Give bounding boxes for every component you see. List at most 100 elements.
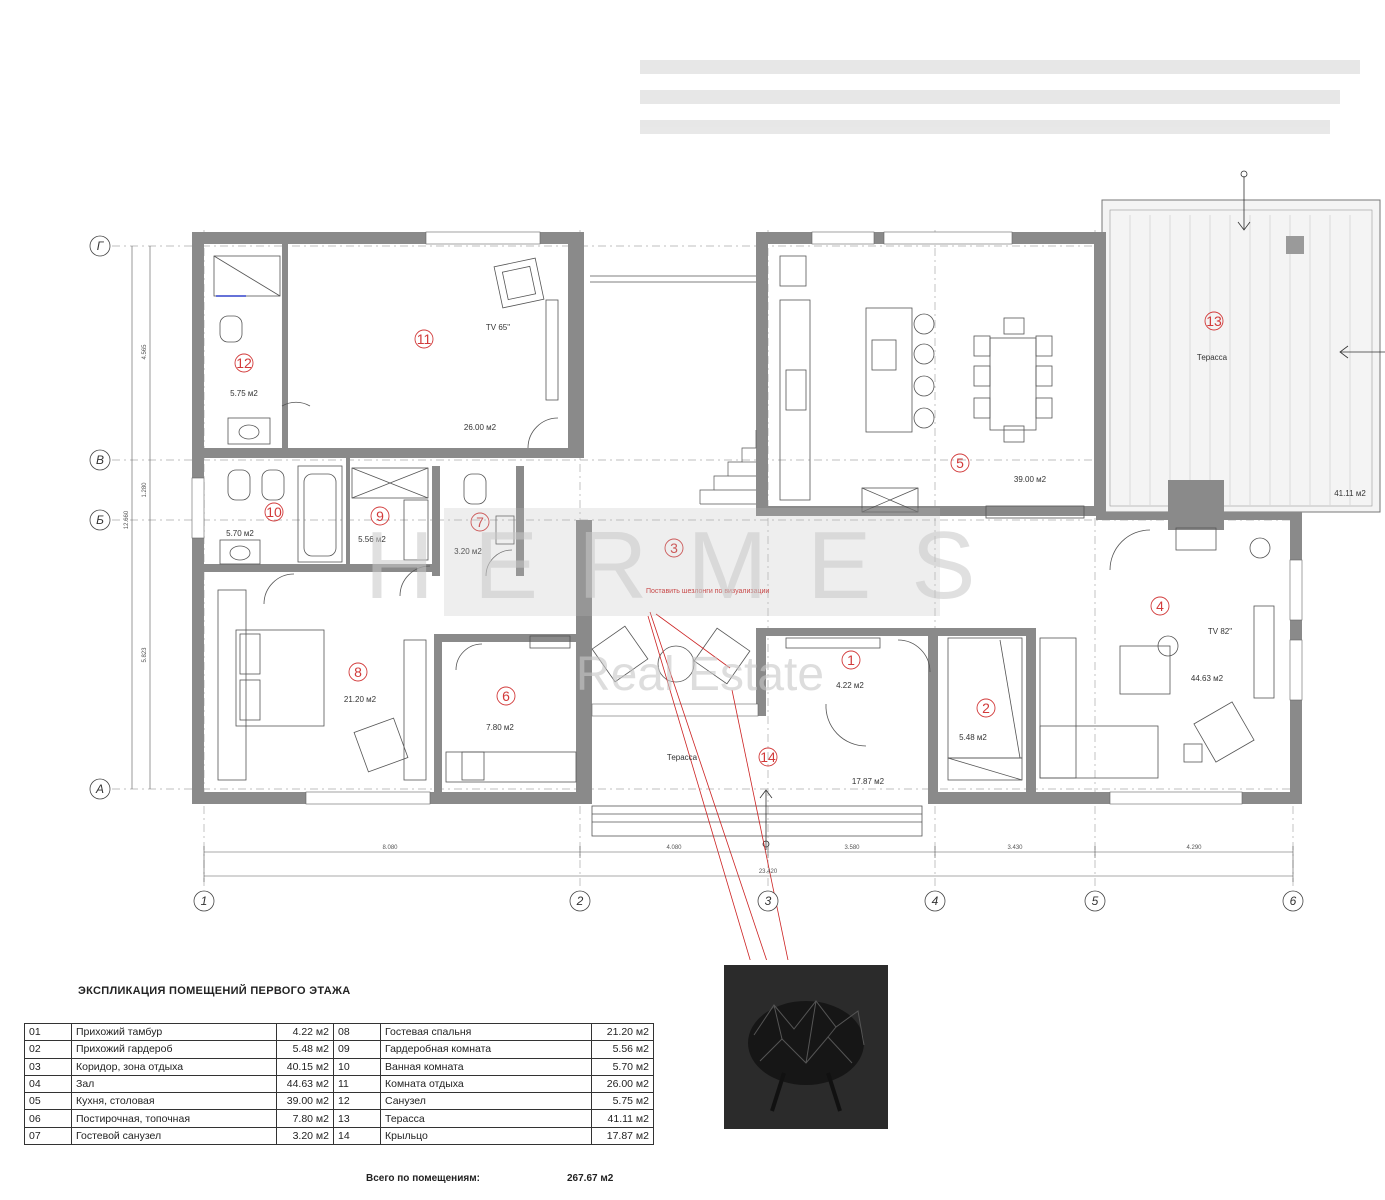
legend-number: 08 (333, 1022, 381, 1042)
axis-col-1: 1 (201, 894, 208, 908)
legend-area: 21.20 м2 (591, 1022, 654, 1042)
axis-row-v: В (96, 453, 104, 467)
axis-row-g: Г (97, 239, 105, 253)
legend-room-name: Постирочная, топочная (71, 1109, 277, 1128)
note-text: Поставить шезлонги по визуализации (646, 588, 769, 595)
note-lines (647, 611, 789, 960)
legend-area: 41.11 м2 (591, 1109, 654, 1128)
axis-col-4: 4 (932, 894, 939, 908)
axis-col-3: 3 (765, 894, 772, 908)
legend-area: 44.63 м2 (276, 1074, 334, 1094)
legend-number: 10 (333, 1057, 381, 1076)
legend-room-name: Коридор, зона отдыха (71, 1057, 277, 1076)
room-number-11: 11 (417, 331, 432, 347)
room-number-5: 5 (956, 455, 964, 471)
legend-room-name: Прихожий гардероб (71, 1040, 277, 1059)
room-number-8: 8 (354, 664, 362, 680)
room-number-4: 4 (1156, 598, 1164, 614)
dim-left-3: 5.823 (142, 647, 148, 663)
room-area-8: 21.20 м2 (344, 695, 377, 704)
room-area-7: 3.20 м2 (454, 547, 482, 556)
terrace-13-deck (1101, 199, 1381, 513)
corridor-glazing (590, 275, 923, 837)
legend-number: 04 (24, 1074, 72, 1094)
room-area-1: 4.22 м2 (836, 681, 864, 690)
room-number-circles (234, 311, 1224, 767)
legend-area: 5.75 м2 (591, 1092, 654, 1111)
room-number-1: 1 (847, 652, 855, 668)
dim-3: 3.580 (844, 845, 860, 851)
legend-area: 26.00 м2 (591, 1074, 654, 1094)
terrace-top-label: Терасса (1197, 353, 1228, 362)
room-number-12: 12 (236, 355, 252, 371)
watermark: HERMES Real Estate (365, 508, 975, 701)
room-area-11: 26.00 м2 (464, 423, 497, 432)
room-number-6: 6 (502, 688, 510, 704)
dim-left-1: 4.565 (142, 344, 148, 360)
legend-number: 14 (333, 1126, 381, 1146)
dim-5: 4.290 (1186, 845, 1202, 851)
floor-plan: 8.080 4.080 3.580 3.430 4.290 23.420 4.5… (89, 60, 1385, 960)
legend-room-name: Комната отдыха (380, 1074, 592, 1094)
kitchen-5-furniture (779, 255, 1085, 519)
legend-number: 01 (24, 1022, 72, 1042)
legend-room-name: Крыльцо (380, 1126, 592, 1146)
room-4-furniture (1039, 527, 1275, 779)
axis-col-2: 2 (576, 894, 584, 908)
dim-2: 4.080 (666, 845, 682, 851)
stairs (699, 430, 757, 505)
legend-room-name: Ванная комната (380, 1057, 592, 1076)
room-area-12: 5.75 м2 (230, 389, 258, 398)
axis-labels: Г В Б А 1 2 3 4 5 6 (95, 239, 1297, 908)
axis-row-a: А (95, 782, 104, 796)
dimension-labels: 8.080 4.080 3.580 3.430 4.290 23.420 4.5… (124, 344, 1202, 875)
corridor-lounge-chairs (591, 625, 751, 685)
plan-labels: Терасса Терасса TV 65" TV 82" Поставить … (486, 323, 1232, 762)
dim-1: 8.080 (382, 845, 398, 851)
room-number-10: 10 (266, 504, 282, 520)
chair-photo (724, 965, 888, 1129)
legend-area: 4.22 м2 (276, 1022, 334, 1042)
legend-area: 17.87 м2 (591, 1126, 654, 1146)
room-area-10: 5.70 м2 (226, 529, 254, 538)
legend-area: 39.00 м2 (276, 1092, 334, 1111)
axis-col-5: 5 (1092, 894, 1099, 908)
room-area-13: 41.11 м2 (1334, 489, 1366, 498)
room-9-wardrobe (351, 467, 431, 597)
legend-room-name: Гостевая спальня (380, 1022, 592, 1042)
legend-area: 5.56 м2 (591, 1040, 654, 1059)
room-11-furniture (493, 257, 559, 449)
legend-room-name: Санузел (380, 1092, 592, 1111)
legend-number: 07 (24, 1126, 72, 1146)
entrance-fixtures (785, 637, 1023, 781)
axis-markers (89, 235, 1304, 912)
total-value: 267.67 м2 (567, 1173, 614, 1184)
legend-area: 7.80 м2 (276, 1109, 334, 1128)
legend-number: 02 (24, 1040, 72, 1059)
tv-label-2: TV 82" (1208, 627, 1232, 636)
room-number-13: 13 (1206, 313, 1222, 329)
legend-area: 3.20 м2 (276, 1126, 334, 1146)
legend-number: 09 (333, 1040, 381, 1059)
dim-left-2: 1.280 (142, 482, 148, 498)
legend-room-name: Зал (71, 1074, 277, 1094)
legend-area: 40.15 м2 (276, 1057, 334, 1076)
room-area-4: 44.63 м2 (1191, 674, 1224, 683)
room-8-furniture (217, 589, 427, 781)
room-area-2: 5.48 м2 (959, 733, 987, 742)
legend-number: 03 (24, 1057, 72, 1076)
legend-room-name: Гостевой санузел (71, 1126, 277, 1146)
legend-room-name: Кухня, столовая (71, 1092, 277, 1111)
dim-4: 3.430 (1007, 845, 1023, 851)
room-number-14: 14 (760, 749, 776, 765)
legend-area: 5.48 м2 (276, 1040, 334, 1059)
legend-room-name: Прихожий тамбур (71, 1022, 277, 1042)
